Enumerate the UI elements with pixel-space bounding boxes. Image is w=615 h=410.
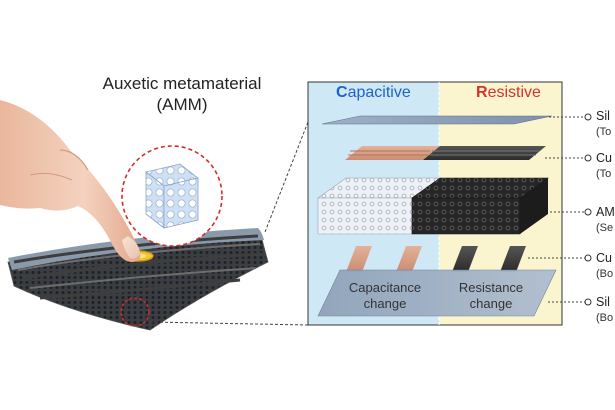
side-label-main: AM xyxy=(596,204,615,220)
side-label-main: Cu xyxy=(596,250,613,266)
side-label-copper-top: Cu (To xyxy=(596,150,612,182)
side-label-main: Cu xyxy=(596,150,612,166)
capacitance-line1: Capacitance xyxy=(330,280,440,296)
capacitance-change-label: Capacitance change xyxy=(330,280,440,312)
layer-electrodes-top xyxy=(345,146,546,160)
side-label-sub: (Se xyxy=(596,220,615,236)
finger-icon xyxy=(0,100,140,262)
resistance-line1: Resistance xyxy=(436,280,546,296)
resistance-change-label: Resistance change xyxy=(436,280,546,312)
amm-title-line2: (AMM) xyxy=(82,95,282,115)
side-label-main: Sil xyxy=(596,294,613,310)
sensor-pad-icon xyxy=(8,228,268,330)
side-label-sub: (To xyxy=(596,124,611,140)
side-label-sub: (Bo xyxy=(596,266,613,282)
connector-line-top xyxy=(265,122,308,232)
header-capacitive: Capacitive xyxy=(336,84,411,102)
connector-line-bottom xyxy=(150,322,308,325)
layer-amm-block xyxy=(318,178,548,234)
capacitance-line2: change xyxy=(330,296,440,312)
amm-cube-icon xyxy=(146,164,198,228)
side-label-amm: AM (Se xyxy=(596,204,615,236)
header-capacitive-rest: apacitive xyxy=(348,84,411,101)
header-capacitive-initial: C xyxy=(336,84,348,101)
side-label-silicone-bottom: Sil (Bo xyxy=(596,294,613,326)
side-label-sub: (Bo xyxy=(596,310,613,326)
resistance-line2: change xyxy=(436,296,546,312)
side-label-copper-bottom: Cu (Bo xyxy=(596,250,613,282)
header-resistive-initial: R xyxy=(476,84,488,101)
amm-title-line1: Auxetic metamaterial xyxy=(82,74,282,94)
header-resistive-rest: esistive xyxy=(488,84,541,101)
side-label-sub: (To xyxy=(596,166,612,182)
layer-silicone-top xyxy=(322,116,552,124)
header-resistive: Resistive xyxy=(476,84,541,102)
side-label-main: Sil xyxy=(596,108,611,124)
side-label-silicone-top: Sil (To xyxy=(596,108,611,140)
